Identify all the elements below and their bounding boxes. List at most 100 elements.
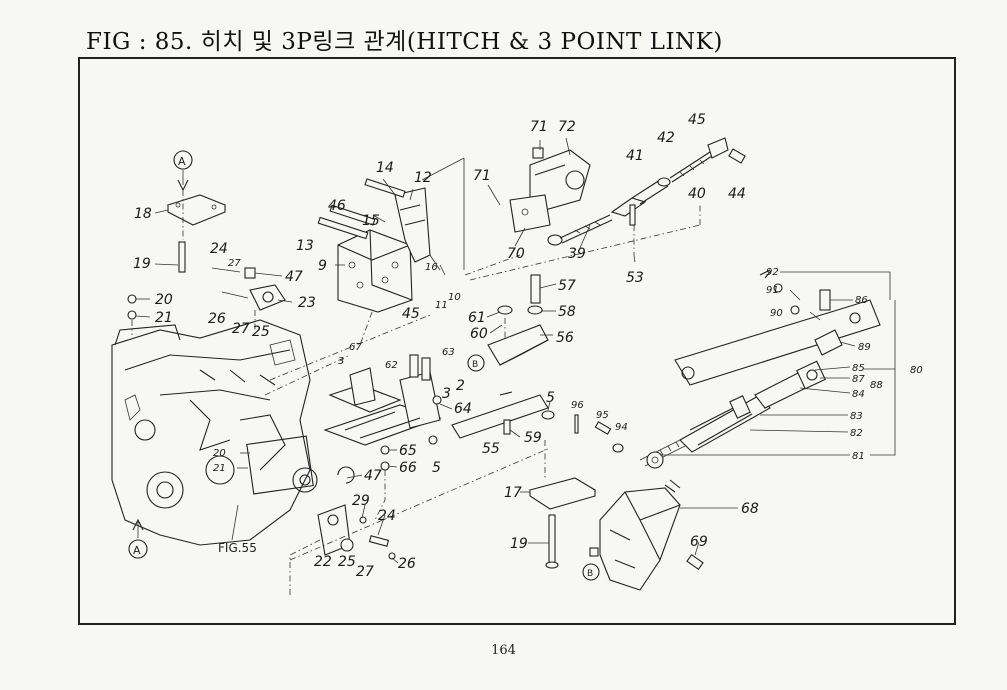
label-72: 72 bbox=[558, 119, 576, 135]
label-26-bottom: 26 bbox=[398, 556, 416, 572]
label-20-top: 20 bbox=[155, 292, 173, 308]
part-lever-bracket-72 bbox=[509, 147, 613, 246]
label-44: 44 bbox=[728, 186, 746, 202]
svg-text:A: A bbox=[178, 155, 186, 168]
label-46: 46 bbox=[328, 198, 346, 214]
label-42: 42 bbox=[657, 130, 675, 146]
label-56: 56 bbox=[556, 330, 574, 346]
label-83: 83 bbox=[850, 411, 863, 422]
label-82: 82 bbox=[850, 428, 863, 439]
label-71-mid: 71 bbox=[473, 168, 491, 184]
label-85: 85 bbox=[852, 363, 865, 374]
label-25-bottom: 25 bbox=[338, 554, 356, 570]
label-21-top: 21 bbox=[155, 310, 173, 326]
label-5-bottom: 5 bbox=[432, 460, 441, 476]
label-91: 91 bbox=[766, 285, 779, 296]
label-59: 59 bbox=[524, 430, 542, 446]
fig-ref-label: FIG.55 bbox=[218, 541, 257, 555]
label-5-right: 5 bbox=[546, 390, 555, 406]
label-13: 13 bbox=[296, 238, 314, 254]
svg-text:A: A bbox=[133, 544, 141, 557]
label-14: 14 bbox=[376, 160, 394, 176]
label-22: 22 bbox=[314, 554, 332, 570]
part-lower-bracket-22 bbox=[289, 466, 396, 595]
leader-lines bbox=[135, 137, 896, 564]
label-27-top: 27 bbox=[228, 258, 241, 269]
part-lift-arm-56 bbox=[451, 274, 555, 439]
label-88: 88 bbox=[870, 380, 883, 391]
label-39: 39 bbox=[568, 246, 586, 262]
diagram-frame bbox=[78, 57, 956, 625]
label-57: 57 bbox=[558, 278, 576, 294]
label-3-mid: 3 bbox=[442, 386, 451, 402]
label-90: 90 bbox=[770, 308, 783, 319]
label-89: 89 bbox=[858, 342, 871, 353]
label-66: 66 bbox=[399, 460, 417, 476]
label-9: 9 bbox=[318, 258, 327, 274]
part-hitch-housing-9 bbox=[317, 178, 446, 346]
label-29: 29 bbox=[352, 493, 370, 509]
label-21-bottom: 21 bbox=[213, 463, 226, 474]
label-27-mid: 27 bbox=[232, 321, 250, 337]
label-16: 16 bbox=[425, 262, 438, 273]
label-40: 40 bbox=[688, 186, 706, 202]
label-60: 60 bbox=[470, 326, 488, 342]
label-10: 10 bbox=[448, 292, 461, 303]
label-19-bottom: 19 bbox=[510, 536, 528, 552]
label-95: 95 bbox=[596, 410, 609, 421]
label-2: 2 bbox=[456, 378, 465, 394]
label-65: 65 bbox=[399, 443, 417, 459]
label-18: 18 bbox=[134, 206, 152, 222]
label-64: 64 bbox=[454, 401, 472, 417]
svg-text:B: B bbox=[587, 569, 593, 579]
label-94: 94 bbox=[615, 422, 628, 433]
label-58: 58 bbox=[558, 304, 576, 320]
label-92: 92 bbox=[766, 267, 779, 278]
label-45-top: 45 bbox=[688, 112, 706, 128]
part-cover-plate-18 bbox=[166, 190, 227, 273]
label-19-top: 19 bbox=[133, 256, 151, 272]
part-pins-94-96 bbox=[574, 414, 624, 453]
label-12: 12 bbox=[414, 170, 432, 186]
label-70: 70 bbox=[507, 246, 525, 262]
label-25-top: 25 bbox=[252, 324, 270, 340]
label-45-mid: 45 bbox=[402, 306, 420, 322]
label-26-top: 26 bbox=[208, 311, 226, 327]
svg-text:B: B bbox=[472, 360, 478, 370]
ref-mark-a-bottom: A bbox=[128, 518, 148, 559]
label-80: 80 bbox=[910, 365, 923, 376]
exploded-parts-diagram: FIG.55 A A B B bbox=[111, 112, 923, 595]
label-96: 96 bbox=[571, 400, 584, 411]
part-cover-68 bbox=[589, 487, 704, 591]
ref-mark-b-bottom: B bbox=[582, 563, 600, 581]
label-11: 11 bbox=[435, 300, 448, 311]
label-47-bottom: 47 bbox=[364, 468, 382, 484]
label-41: 41 bbox=[626, 148, 644, 164]
part-plate-17 bbox=[528, 477, 597, 569]
ref-mark-b-left: B bbox=[467, 354, 485, 372]
label-23: 23 bbox=[298, 295, 316, 311]
label-47-top: 47 bbox=[285, 269, 303, 285]
label-15: 15 bbox=[362, 213, 380, 229]
label-67: 67 bbox=[349, 342, 362, 353]
label-27-bottom: 27 bbox=[356, 564, 374, 580]
figure-title: FIG : 85. 히치 및 3P링크 관계(HITCH & 3 POINT L… bbox=[86, 29, 723, 55]
page-number: 164 bbox=[491, 643, 516, 658]
label-62: 62 bbox=[385, 360, 398, 371]
engine-block bbox=[111, 319, 318, 546]
label-81: 81 bbox=[852, 451, 865, 462]
label-53: 53 bbox=[626, 270, 644, 286]
label-61: 61 bbox=[468, 310, 486, 326]
label-68: 68 bbox=[741, 501, 759, 517]
part-number-labels: 18 19 20 21 24 27 47 23 26 27 25 14 12 4… bbox=[133, 112, 923, 580]
label-55: 55 bbox=[482, 441, 500, 457]
label-71-top: 71 bbox=[530, 119, 548, 135]
label-20-bottom: 20 bbox=[213, 448, 226, 459]
label-17: 17 bbox=[504, 485, 522, 501]
label-3-top: 3 bbox=[338, 356, 344, 367]
label-63: 63 bbox=[442, 347, 455, 358]
label-84: 84 bbox=[852, 389, 865, 400]
part-lift-rod-41 bbox=[610, 137, 746, 255]
part-bracket-23 bbox=[211, 267, 286, 330]
part-lower-frame-2 bbox=[323, 354, 442, 521]
